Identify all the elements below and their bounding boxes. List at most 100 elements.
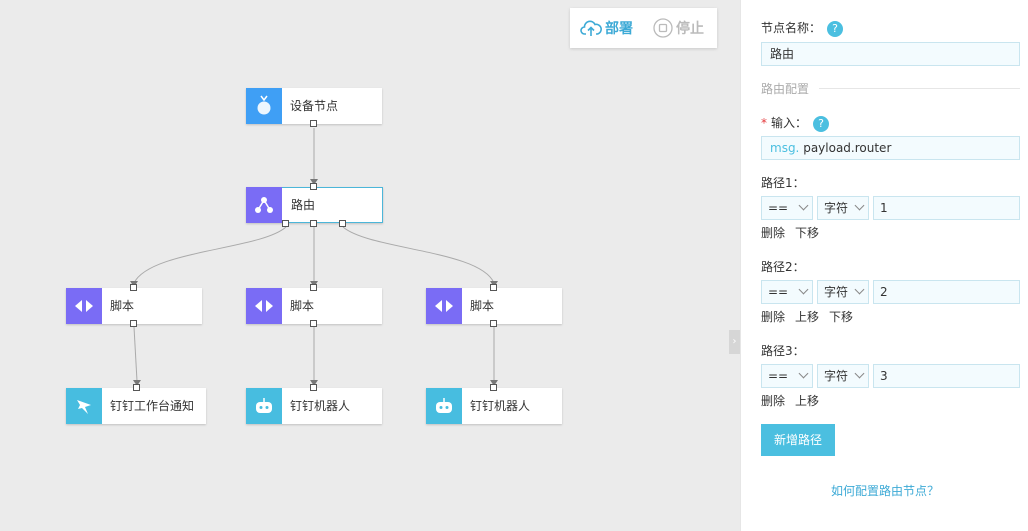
output-port[interactable] — [490, 320, 497, 327]
type-select[interactable]: 字符 — [817, 364, 869, 388]
operator-value: == — [768, 369, 789, 383]
flow-canvas[interactable]: 部署 停止 设备节点 路由 脚本 — [0, 0, 740, 531]
node-label: 脚本 — [290, 299, 315, 313]
type-select[interactable]: 字符 — [817, 280, 869, 304]
edge-router-script3 — [342, 226, 495, 284]
chevron-down-icon — [798, 200, 809, 211]
node-dingtalk-notify[interactable]: 钉钉工作台通知 — [66, 384, 206, 424]
robot-icon — [426, 388, 462, 424]
delete-link[interactable]: 删除 — [761, 310, 786, 324]
input-label-row: *输入：? — [761, 114, 830, 132]
input-port[interactable] — [490, 284, 497, 291]
move-up-link[interactable]: 上移 — [795, 394, 820, 408]
canvas-toolbar: 部署 停止 — [570, 8, 717, 48]
type-select[interactable]: 字符 — [817, 196, 869, 220]
output-port-2[interactable] — [310, 220, 317, 227]
arrow-notify — [133, 380, 141, 386]
route-actions: 删除上移下移 — [761, 308, 863, 325]
route-config-section: 路由配置 — [761, 80, 1020, 97]
help-icon[interactable]: ? — [827, 20, 844, 37]
node-script-1[interactable]: 脚本 — [66, 284, 202, 327]
node-device[interactable]: 设备节点 — [246, 88, 382, 127]
route-label: 路径2： — [761, 260, 805, 274]
delete-link[interactable]: 删除 — [761, 226, 786, 240]
node-label: 设备节点 — [290, 99, 339, 113]
delete-link[interactable]: 删除 — [761, 394, 786, 408]
route-value: 2 — [880, 285, 888, 299]
node-script-3[interactable]: 脚本 — [426, 284, 562, 327]
chevron-down-icon — [798, 284, 809, 295]
node-name-label: 节点名称： — [761, 21, 822, 35]
input-port[interactable] — [310, 183, 317, 190]
deploy-label: 部署 — [605, 21, 633, 37]
node-dingtalk-robot-2[interactable]: 钉钉机器人 — [426, 384, 562, 424]
edge-router-script1 — [133, 226, 287, 284]
edge-script1-notify — [133, 326, 138, 382]
deploy-button[interactable]: 部署 — [580, 8, 633, 48]
input-label: 输入： — [771, 116, 808, 130]
section-title: 路由配置 — [761, 80, 820, 97]
node-label: 钉钉工作台通知 — [110, 399, 195, 413]
output-port[interactable] — [310, 120, 317, 127]
input-prefix: msg. — [770, 141, 800, 155]
script-icon — [426, 288, 462, 324]
route-value-input[interactable]: 3 — [873, 364, 1020, 388]
type-value: 字符 — [824, 201, 849, 215]
node-name-value: 路由 — [770, 47, 795, 61]
input-port[interactable] — [310, 284, 317, 291]
arrow-robot2 — [490, 380, 498, 386]
output-port[interactable] — [130, 320, 137, 327]
route-label: 路径3： — [761, 344, 805, 358]
node-label: 路由 — [291, 198, 316, 212]
input-port[interactable] — [133, 384, 140, 391]
node-script-2[interactable]: 脚本 — [246, 284, 382, 327]
msg-input-field[interactable]: msg. payload.router — [761, 136, 1020, 160]
operator-value: == — [768, 201, 789, 215]
route-value: 1 — [880, 201, 888, 215]
input-value: payload.router — [803, 141, 892, 155]
node-name-input[interactable]: 路由 — [761, 42, 1020, 66]
node-label: 钉钉机器人 — [290, 399, 351, 413]
section-divider — [761, 88, 1020, 89]
input-port[interactable] — [130, 284, 137, 291]
router-icon — [246, 187, 282, 223]
route-value-input[interactable]: 1 — [873, 196, 1020, 220]
stop-label: 停止 — [676, 21, 704, 37]
stop-button[interactable]: 停止 — [653, 8, 704, 48]
chevron-down-icon — [798, 368, 809, 379]
operator-select[interactable]: == — [761, 364, 813, 388]
chevron-down-icon — [854, 200, 865, 211]
output-port-1[interactable] — [282, 220, 289, 227]
help-icon[interactable]: ? — [813, 115, 830, 132]
output-port-3[interactable] — [339, 220, 346, 227]
node-dingtalk-robot-1[interactable]: 钉钉机器人 — [246, 384, 382, 424]
script-icon — [66, 288, 102, 324]
move-down-link[interactable]: 下移 — [829, 310, 854, 324]
operator-select[interactable]: == — [761, 196, 813, 220]
add-route-button[interactable]: 新增路径 — [761, 424, 835, 456]
output-port[interactable] — [310, 320, 317, 327]
arrow-robot1 — [310, 380, 318, 386]
route-help-link[interactable]: 如何配置路由节点？ — [830, 484, 939, 498]
collapse-panel-handle[interactable]: › — [729, 330, 740, 354]
move-down-link[interactable]: 下移 — [795, 226, 820, 240]
arrow-router — [310, 179, 318, 185]
node-name-label-row: 节点名称：? — [761, 19, 844, 37]
stop-icon — [653, 18, 673, 38]
input-port[interactable] — [310, 384, 317, 391]
route-value-input[interactable]: 2 — [873, 280, 1020, 304]
route-value: 3 — [880, 369, 888, 383]
input-port[interactable] — [490, 384, 497, 391]
operator-value: == — [768, 285, 789, 299]
cloud-upload-icon — [580, 20, 602, 36]
type-value: 字符 — [824, 285, 849, 299]
node-router[interactable]: 路由 — [246, 183, 383, 227]
route-actions: 删除上移 — [761, 392, 829, 409]
operator-select[interactable]: == — [761, 280, 813, 304]
chevron-down-icon — [854, 284, 865, 295]
route-label: 路径1： — [761, 176, 805, 190]
robot-icon — [246, 388, 282, 424]
config-panel: 节点名称：? 路由 路由配置 *输入：? msg. payload.router… — [740, 0, 1028, 531]
move-up-link[interactable]: 上移 — [795, 310, 820, 324]
type-value: 字符 — [824, 369, 849, 383]
